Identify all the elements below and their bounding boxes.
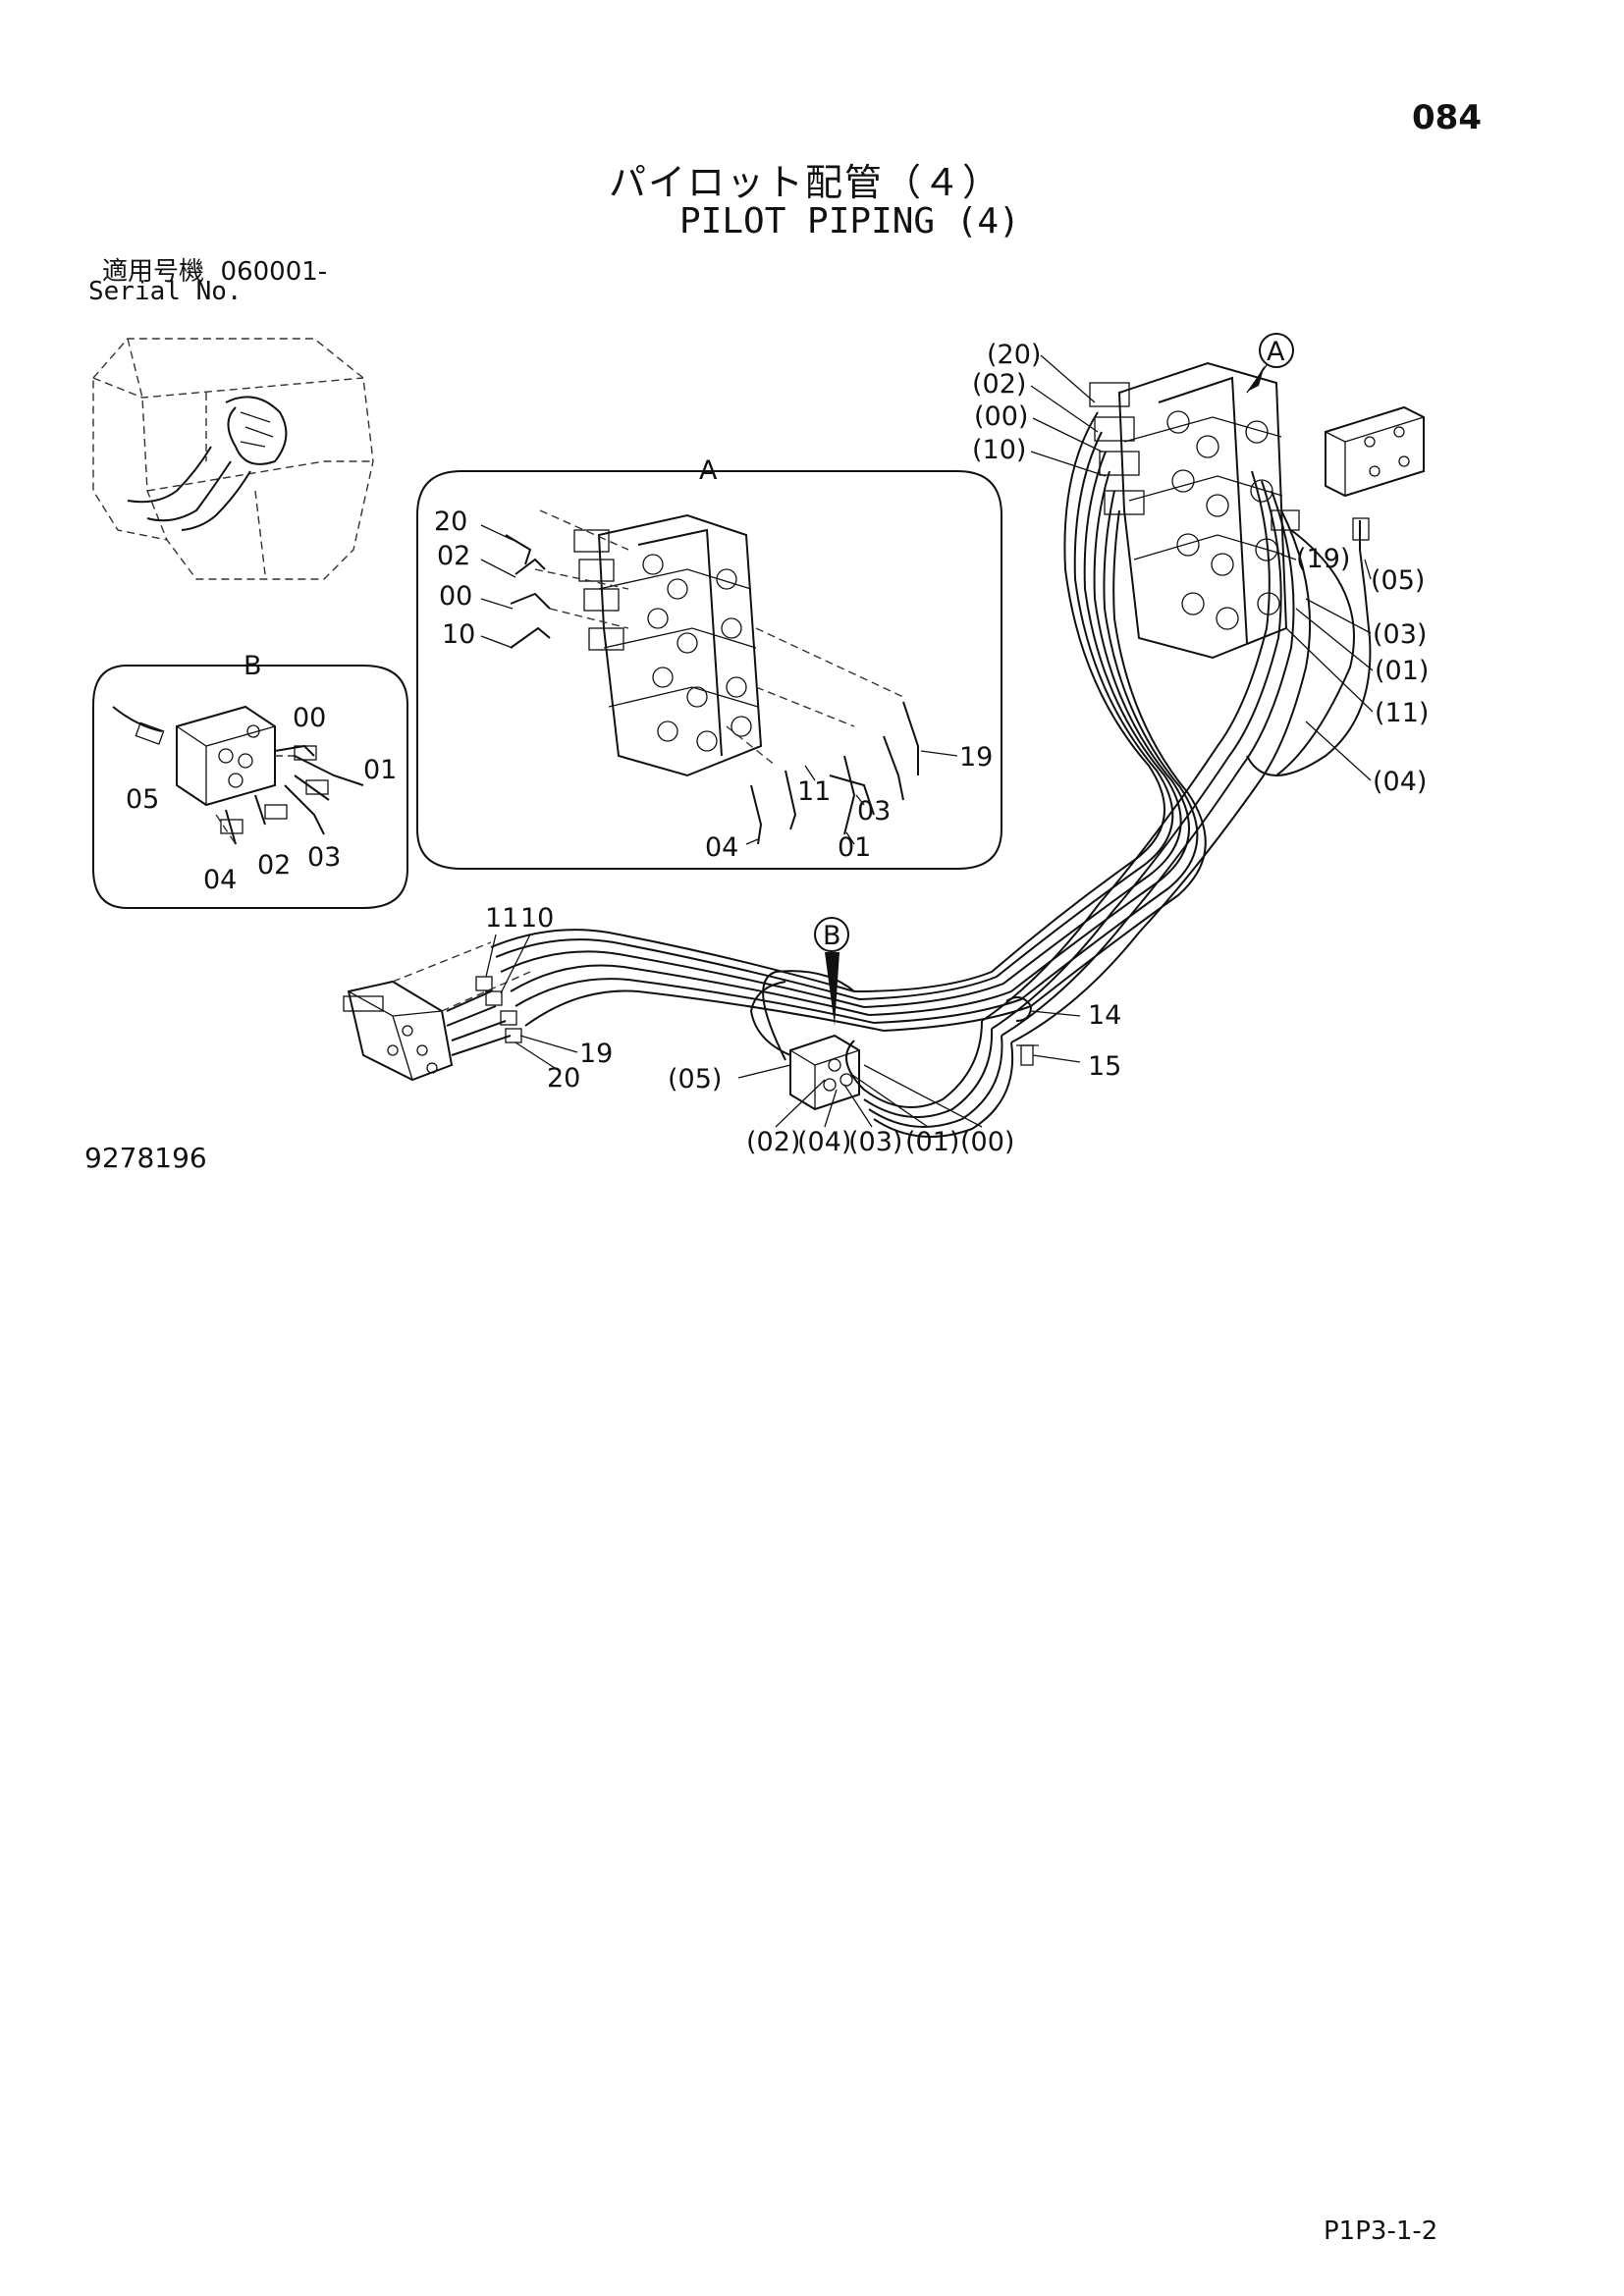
page-number: 084 (1412, 98, 1482, 137)
block-label-01: (01) (905, 1127, 959, 1157)
detail-a-box: A 20 02 00 10 19 11 03 04 01 (416, 455, 1002, 870)
sheet-code: P1P3-1-2 (1324, 2216, 1438, 2246)
clamp-and-bolt (1005, 996, 1081, 1066)
detail-a-label-11: 11 (797, 776, 831, 807)
mounting-bracket (1325, 405, 1425, 639)
detail-b-label-00: 00 (293, 703, 326, 733)
right-label-group: (19) (05) (03) (01) (11) (04) (1280, 544, 1429, 797)
right-label-03: (03) (1373, 619, 1427, 650)
lower-left-label-group: 11 10 19 20 (485, 903, 613, 1094)
lower-left-label-20: 20 (547, 1063, 580, 1094)
serial-label-english: Serial No. (88, 277, 243, 306)
detail-a-title: A (699, 455, 718, 486)
block-label-05: (05) (668, 1064, 722, 1095)
main-control-valve: A (1089, 333, 1300, 660)
title-english: PILOT PIPING (4) (679, 201, 1020, 241)
detail-b-label-04: 04 (203, 865, 237, 895)
detail-a-label-20: 20 (434, 507, 467, 537)
excavator-thumbnail (92, 338, 374, 580)
valve-label-10: (10) (972, 435, 1026, 465)
callout-a: A (1267, 337, 1285, 367)
lower-left-pilot-valve (343, 941, 531, 1082)
block-label-group: (05) (02) (04) (03) (01) (00) (668, 1064, 1014, 1157)
detail-b-title: B (244, 651, 262, 681)
valve-label-group: (20) (02) (00) (10) (972, 340, 1107, 477)
right-label-11: (11) (1375, 698, 1429, 728)
hose-bundle (490, 411, 1372, 1138)
lower-left-label-11: 11 (485, 903, 518, 934)
serial-label-japanese: 適用号機 060001- (102, 251, 327, 288)
part-label-14: 14 (1088, 1000, 1121, 1031)
block-label-02: (02) (746, 1127, 800, 1157)
part-label-15: 15 (1088, 1051, 1121, 1082)
detail-a-label-19: 19 (959, 742, 993, 773)
detail-a-label-02: 02 (437, 541, 470, 571)
detail-a-label-10: 10 (442, 619, 475, 650)
detail-a-label-04: 04 (705, 832, 738, 863)
title-japanese: パイロット配管（４） (609, 161, 1002, 204)
callout-b: B (823, 921, 841, 951)
block-label-04: (04) (797, 1127, 851, 1157)
valve-label-02: (02) (972, 369, 1026, 400)
right-label-04: (04) (1373, 767, 1427, 797)
detail-b-label-03: 03 (307, 842, 341, 873)
detail-b-box: B 00 01 05 02 03 04 (92, 651, 408, 909)
detail-b-label-02: 02 (257, 850, 291, 881)
detail-b-label-01: 01 (363, 755, 397, 785)
detail-a-spools (573, 529, 752, 752)
right-label-05: (05) (1371, 565, 1425, 596)
block-label-00: (00) (960, 1127, 1014, 1157)
right-label-01: (01) (1375, 656, 1429, 686)
detail-b-label-05: 05 (126, 784, 159, 815)
lower-left-label-10: 10 (520, 903, 554, 934)
lower-left-label-19: 19 (579, 1039, 613, 1069)
block-label-03: (03) (848, 1127, 902, 1157)
serial-label-jp-text: 適用号機 (102, 257, 205, 287)
pilot-block-b: B (749, 917, 860, 1111)
serial-value: 060001- (220, 257, 328, 287)
detail-a-label-00: 00 (439, 581, 472, 612)
detail-a-label-01: 01 (838, 832, 871, 863)
valve-label-00: (00) (974, 401, 1028, 432)
right-label-19: (19) (1296, 544, 1350, 574)
detail-a-fittings (505, 534, 919, 845)
detail-a-label-03: 03 (857, 796, 891, 827)
drawing-number: 9278196 (84, 1142, 207, 1174)
valve-label-20: (20) (987, 340, 1041, 370)
